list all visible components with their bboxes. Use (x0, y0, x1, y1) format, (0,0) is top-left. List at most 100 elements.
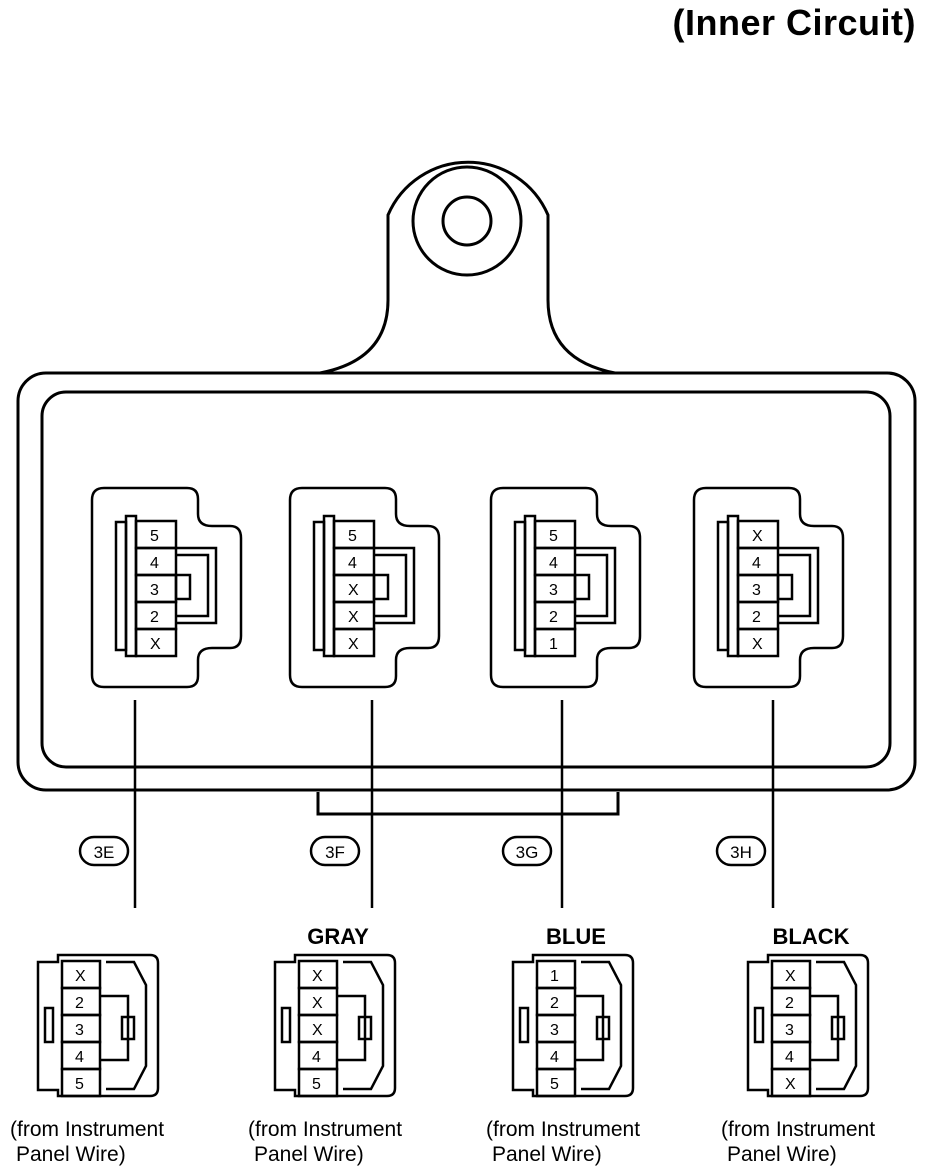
latch-rail (322, 514, 336, 658)
lock-bracket (337, 994, 367, 1062)
latch-rail (523, 514, 537, 658)
rail (106, 960, 148, 1091)
latch-rail (114, 520, 128, 652)
callout-label: 3G (516, 843, 539, 862)
pin-label: 5 (312, 1076, 321, 1093)
lock-bracket (778, 546, 820, 625)
callout-oval (78, 835, 130, 867)
connector-body (36, 953, 160, 1098)
pin-label: X (752, 528, 763, 545)
pin-cell (134, 627, 178, 658)
pin-label: 3 (549, 582, 558, 599)
connector-color-label: BLACK (773, 924, 850, 949)
source-note-line1: (from Instrument (248, 1118, 402, 1141)
connector-housing (90, 486, 243, 689)
connector-housing (288, 486, 441, 689)
side-latch (43, 1006, 55, 1044)
lock-tab (776, 573, 794, 601)
pin-cell (332, 627, 376, 658)
pin-label: 2 (150, 609, 159, 626)
latch-rail (726, 514, 740, 658)
callout-3g: 3G (501, 835, 553, 867)
pin-label: X (75, 968, 86, 985)
lock-bracket (374, 546, 416, 625)
pin-cell (60, 1067, 102, 1098)
connector-body (273, 953, 397, 1098)
pin-label: 3 (550, 1022, 559, 1039)
callout-label: 3F (325, 843, 345, 862)
callout-3f: 3F (309, 835, 361, 867)
lock-bracket-inner (374, 553, 408, 618)
connector-housing (692, 486, 845, 689)
mounting-tab (319, 160, 616, 375)
lock-bracket-inner (778, 553, 812, 618)
lock-tab (573, 573, 591, 601)
lock-bracket-inner (575, 553, 609, 618)
latch-rail (513, 520, 527, 652)
pin-label: X (312, 1022, 323, 1039)
lock-bracket (100, 994, 130, 1062)
rail (581, 960, 623, 1091)
lock-tab (595, 1015, 611, 1041)
lock-bracket (810, 994, 840, 1062)
lock-bracket (575, 994, 605, 1062)
pin-label: 3 (75, 1022, 84, 1039)
source-note-line2: Panel Wire) (492, 1143, 602, 1166)
pin-label: 5 (549, 528, 558, 545)
pin-cell (770, 1067, 812, 1098)
pin-cell (736, 627, 780, 658)
connector-color-label: BLUE (546, 924, 606, 949)
lock-tab (372, 573, 390, 601)
side-latch (753, 1006, 765, 1044)
pin-label: 5 (550, 1076, 559, 1093)
pin-label: 4 (75, 1049, 84, 1066)
pin-cell (297, 1067, 339, 1098)
rail (816, 960, 858, 1091)
callout-oval (309, 835, 361, 867)
pin-label: 5 (75, 1076, 84, 1093)
pin-cell (535, 1067, 577, 1098)
pin-label: 1 (549, 636, 558, 653)
pin-label: 5 (150, 528, 159, 545)
lock-bracket (575, 546, 617, 625)
pin-label: 4 (348, 555, 357, 572)
pin-label: 3 (150, 582, 159, 599)
pin-label: 3 (785, 1022, 794, 1039)
mounting-hole-inner (441, 195, 493, 247)
pin-label: 4 (549, 555, 558, 572)
callout-label: 3E (94, 843, 115, 862)
lock-tab (830, 1015, 846, 1041)
pin-label: 3 (752, 582, 761, 599)
connector-body (511, 953, 635, 1098)
pin-label: 2 (785, 995, 794, 1012)
lock-tab (120, 1015, 136, 1041)
source-note-line2: Panel Wire) (254, 1143, 364, 1166)
pin-label: X (785, 968, 796, 985)
pin-label: 1 (550, 968, 559, 985)
connector-body (746, 953, 870, 1098)
pin-label: X (785, 1076, 796, 1093)
callout-3e: 3E (78, 835, 130, 867)
pin-label: 4 (550, 1049, 559, 1066)
pin-label: 4 (752, 555, 761, 572)
lock-bracket (176, 546, 218, 625)
rail (343, 960, 385, 1091)
connector-housing (489, 486, 642, 689)
pin-label: 2 (75, 995, 84, 1012)
source-note-line1: (from Instrument (486, 1118, 640, 1141)
latch-rail (716, 520, 730, 652)
block-housing-inner (40, 390, 892, 769)
mounting-hole-outer (411, 165, 523, 277)
source-note-line1: (from Instrument (721, 1118, 875, 1141)
source-note-line2: Panel Wire) (727, 1143, 837, 1166)
block-housing-outer (16, 371, 917, 792)
pin-label: 2 (550, 995, 559, 1012)
latch-rail (124, 514, 138, 658)
pin-label: 4 (150, 555, 159, 572)
